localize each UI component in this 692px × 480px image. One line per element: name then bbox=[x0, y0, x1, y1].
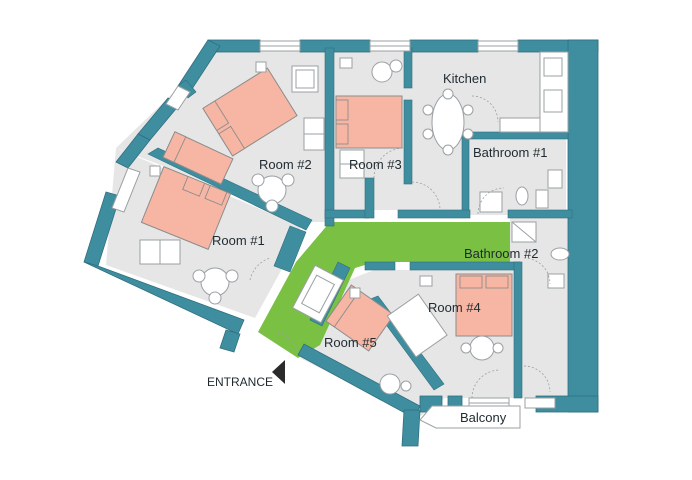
bed-room-2 bbox=[202, 67, 298, 157]
sink bbox=[547, 169, 563, 189]
floor-kitchen bbox=[410, 48, 572, 210]
bidet bbox=[535, 189, 549, 209]
shower bbox=[479, 191, 503, 213]
label-bathroom-1: Bathroom #1 bbox=[473, 145, 547, 160]
bed-room-3 bbox=[335, 95, 403, 149]
toilet bbox=[550, 247, 570, 261]
label-room-3: Room #3 bbox=[349, 157, 402, 172]
table bbox=[469, 335, 495, 361]
room-labels: Room #2 Room #1 Room #3 Kitchen Bathroom… bbox=[212, 71, 547, 425]
bed-room-1 bbox=[140, 166, 232, 250]
beds bbox=[140, 67, 513, 352]
balcony-outline bbox=[419, 405, 521, 429]
sofa bbox=[291, 264, 345, 324]
window bbox=[165, 85, 191, 111]
sink bbox=[547, 273, 565, 289]
triangle-arrow-icon bbox=[272, 360, 285, 384]
window bbox=[524, 397, 556, 409]
label-room-4: Room #4 bbox=[428, 300, 481, 315]
floor-bathroom-2 bbox=[510, 215, 572, 398]
windows bbox=[111, 40, 556, 409]
chair bbox=[379, 373, 401, 395]
furniture bbox=[139, 51, 570, 399]
chair bbox=[371, 61, 393, 83]
entrance-marker: ENTRANCE bbox=[207, 360, 285, 389]
label-room-1: Room #1 bbox=[212, 233, 265, 248]
label-entrance: ENTRANCE bbox=[207, 375, 273, 389]
label-balcony: Balcony bbox=[460, 410, 507, 425]
bed-single-room-2 bbox=[162, 131, 234, 185]
label-kitchen: Kitchen bbox=[443, 71, 486, 86]
dining-table bbox=[431, 93, 465, 151]
nightstand bbox=[255, 61, 267, 73]
fridge bbox=[499, 117, 541, 133]
balcony bbox=[419, 405, 521, 429]
kitchen-counter bbox=[539, 51, 569, 133]
label-bathroom-2: Bathroom #2 bbox=[464, 246, 538, 261]
label-room-5: Room #5 bbox=[324, 335, 377, 350]
toilet bbox=[515, 186, 529, 206]
label-room-2: Room #2 bbox=[259, 157, 312, 172]
window bbox=[111, 167, 141, 213]
wardrobe bbox=[386, 293, 448, 358]
